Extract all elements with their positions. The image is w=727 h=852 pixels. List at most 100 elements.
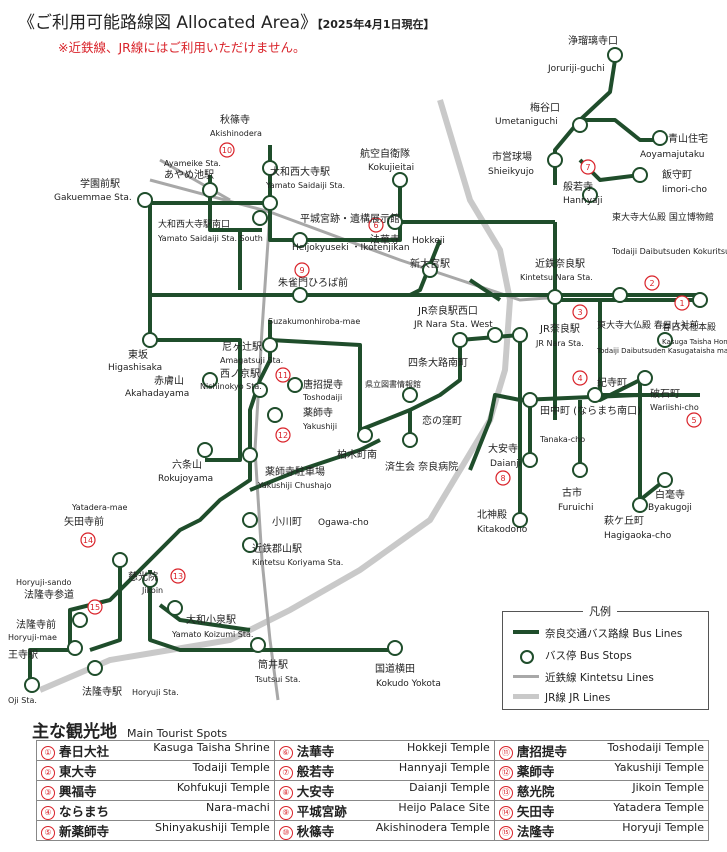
stop-furuichi[interactable] [572, 462, 588, 478]
svg-text:恋の窪町: 恋の窪町 [422, 414, 462, 427]
svg-text:Kokudo Yokota: Kokudo Yokota [376, 679, 441, 689]
stop-saidaiji[interactable] [262, 195, 278, 211]
stop-heijokyu[interactable] [292, 232, 308, 248]
svg-text:Kokujieitai: Kokujieitai [368, 163, 414, 173]
stop-horyuji-sta[interactable] [87, 660, 103, 676]
svg-text:13: 13 [173, 572, 183, 581]
legend-jr: JR線 JR Lines [513, 690, 610, 705]
stop-library[interactable] [402, 387, 418, 403]
stop-saidaiji-south[interactable] [252, 210, 268, 226]
stop-nishinokyo[interactable] [252, 382, 268, 398]
svg-text:JR Nara Sta.: JR Nara Sta. [535, 339, 584, 348]
stop-joruriji[interactable] [607, 47, 623, 63]
svg-text:大和西大寺駅: 大和西大寺駅 [270, 165, 330, 178]
svg-text:古市: 古市 [562, 486, 582, 499]
stop-jr-nishi[interactable] [487, 327, 503, 343]
stop-horyuji-sando[interactable] [72, 612, 88, 628]
svg-text:朱雀門ひろば前: 朱雀門ひろば前 [278, 276, 348, 289]
stop-amagatsuji[interactable] [262, 337, 278, 353]
svg-text:梅谷口: 梅谷口 [530, 101, 560, 114]
stop-akahadayama[interactable] [202, 372, 218, 388]
stop-byakugoji[interactable] [657, 472, 673, 488]
stop-gakuen[interactable] [137, 192, 153, 208]
stop-yakushiji[interactable] [267, 407, 283, 423]
svg-text:15: 15 [90, 603, 100, 612]
stop-kasuga[interactable] [692, 292, 708, 308]
stop-koriyama[interactable] [242, 537, 258, 553]
stop-tsutsui[interactable] [250, 637, 266, 653]
svg-text:国道横田: 国道横田 [375, 662, 415, 675]
stop-ogawa[interactable] [242, 512, 258, 528]
svg-text:学園前駅: 学園前駅 [80, 177, 120, 190]
stop-kintetsu-nara[interactable] [547, 289, 563, 305]
svg-text:飯守町: 飯守町 [662, 168, 692, 181]
stop-yataderamae[interactable] [112, 552, 128, 568]
stop-ayameike[interactable] [202, 182, 218, 198]
stop-rokujo[interactable] [197, 442, 213, 458]
svg-text:Yamato Saidaiji Sta.: Yamato Saidaiji Sta. [265, 181, 345, 190]
stop-shinomiya[interactable] [422, 262, 438, 278]
stop-kokuitei[interactable] [392, 172, 408, 188]
svg-text:Hannyaji: Hannyaji [563, 196, 603, 206]
svg-text:2: 2 [649, 279, 654, 288]
stop-umetani[interactable] [572, 117, 588, 133]
svg-text:Kitakodono: Kitakodono [477, 525, 528, 535]
svg-text:Yatadera-mae: Yatadera-mae [71, 503, 128, 512]
stop-hokkeji[interactable] [387, 214, 403, 230]
svg-text:10: 10 [222, 146, 232, 155]
stop-daianji[interactable] [522, 452, 538, 468]
svg-text:Horyuji Sta.: Horyuji Sta. [132, 688, 179, 697]
svg-text:JR Nara Sta. West: JR Nara Sta. West [413, 320, 493, 330]
stop-tanaka[interactable] [522, 392, 538, 408]
svg-text:Higashisaka: Higashisaka [108, 363, 162, 373]
stop-saiseikai[interactable] [402, 432, 418, 448]
legend-title: 凡例 [583, 603, 617, 619]
svg-text:春日大社本殿: 春日大社本殿 [662, 321, 716, 333]
stop-hagigaoka[interactable] [632, 497, 648, 513]
stop-shieikyujo[interactable] [547, 152, 563, 168]
svg-text:Akishinodera: Akishinodera [210, 129, 262, 138]
svg-text:西ノ京駅: 西ノ京駅 [220, 367, 260, 380]
stop-shijo[interactable] [452, 332, 468, 348]
svg-text:近鉄奈良駅: 近鉄奈良駅 [535, 257, 585, 270]
svg-text:柏木町南: 柏木町南 [337, 448, 377, 461]
svg-text:Amagatsuji Sta.: Amagatsuji Sta. [220, 356, 283, 365]
date-label: 【2025年4月1日現在】 [317, 18, 435, 31]
stop-higashisaka[interactable] [142, 332, 158, 348]
stop-yakushiji-parking[interactable] [242, 447, 258, 463]
stop-kashiwagi[interactable] [357, 427, 373, 443]
spot-markers [80, 142, 702, 615]
stop-jikoin[interactable] [142, 572, 158, 588]
stop-oji[interactable] [24, 677, 40, 693]
stop-horyujimae[interactable] [67, 640, 83, 656]
svg-text:Ayameike Sta.: Ayameike Sta. [164, 159, 221, 168]
stop-iimori[interactable] [632, 167, 648, 183]
stop-akishinodera[interactable] [262, 160, 278, 176]
stop-kasuga-mae[interactable] [657, 332, 673, 348]
svg-text:筒井駅: 筒井駅 [258, 658, 288, 671]
svg-text:Joruriji-guchi: Joruriji-guchi [547, 64, 605, 74]
stop-suzaku[interactable] [292, 287, 308, 303]
stop-aoyama[interactable] [652, 130, 668, 146]
stop-wariishi[interactable] [637, 370, 653, 386]
svg-text:新大宮駅: 新大宮駅 [410, 257, 450, 270]
stop-kitakodono[interactable] [512, 512, 528, 528]
svg-text:Toshodaiji: Toshodaiji [302, 393, 342, 402]
stop-kitabatake[interactable] [587, 387, 603, 403]
svg-text:8: 8 [500, 474, 505, 483]
stop-hannyaji[interactable] [582, 187, 598, 203]
stop-jr-nara[interactable] [512, 327, 528, 343]
svg-text:4: 4 [577, 374, 582, 383]
svg-text:四条大路南町: 四条大路南町 [408, 356, 468, 369]
stop-todaiji[interactable] [612, 287, 628, 303]
svg-text:Hokkeji: Hokkeji [412, 236, 445, 246]
stop-toshodaiji[interactable] [287, 377, 303, 393]
svg-text:Umetaniguchi: Umetaniguchi [495, 117, 558, 127]
stop-koizumi[interactable] [167, 600, 183, 616]
stop-yokota[interactable] [387, 640, 403, 656]
svg-text:萩ケ丘町: 萩ケ丘町 [604, 515, 644, 527]
